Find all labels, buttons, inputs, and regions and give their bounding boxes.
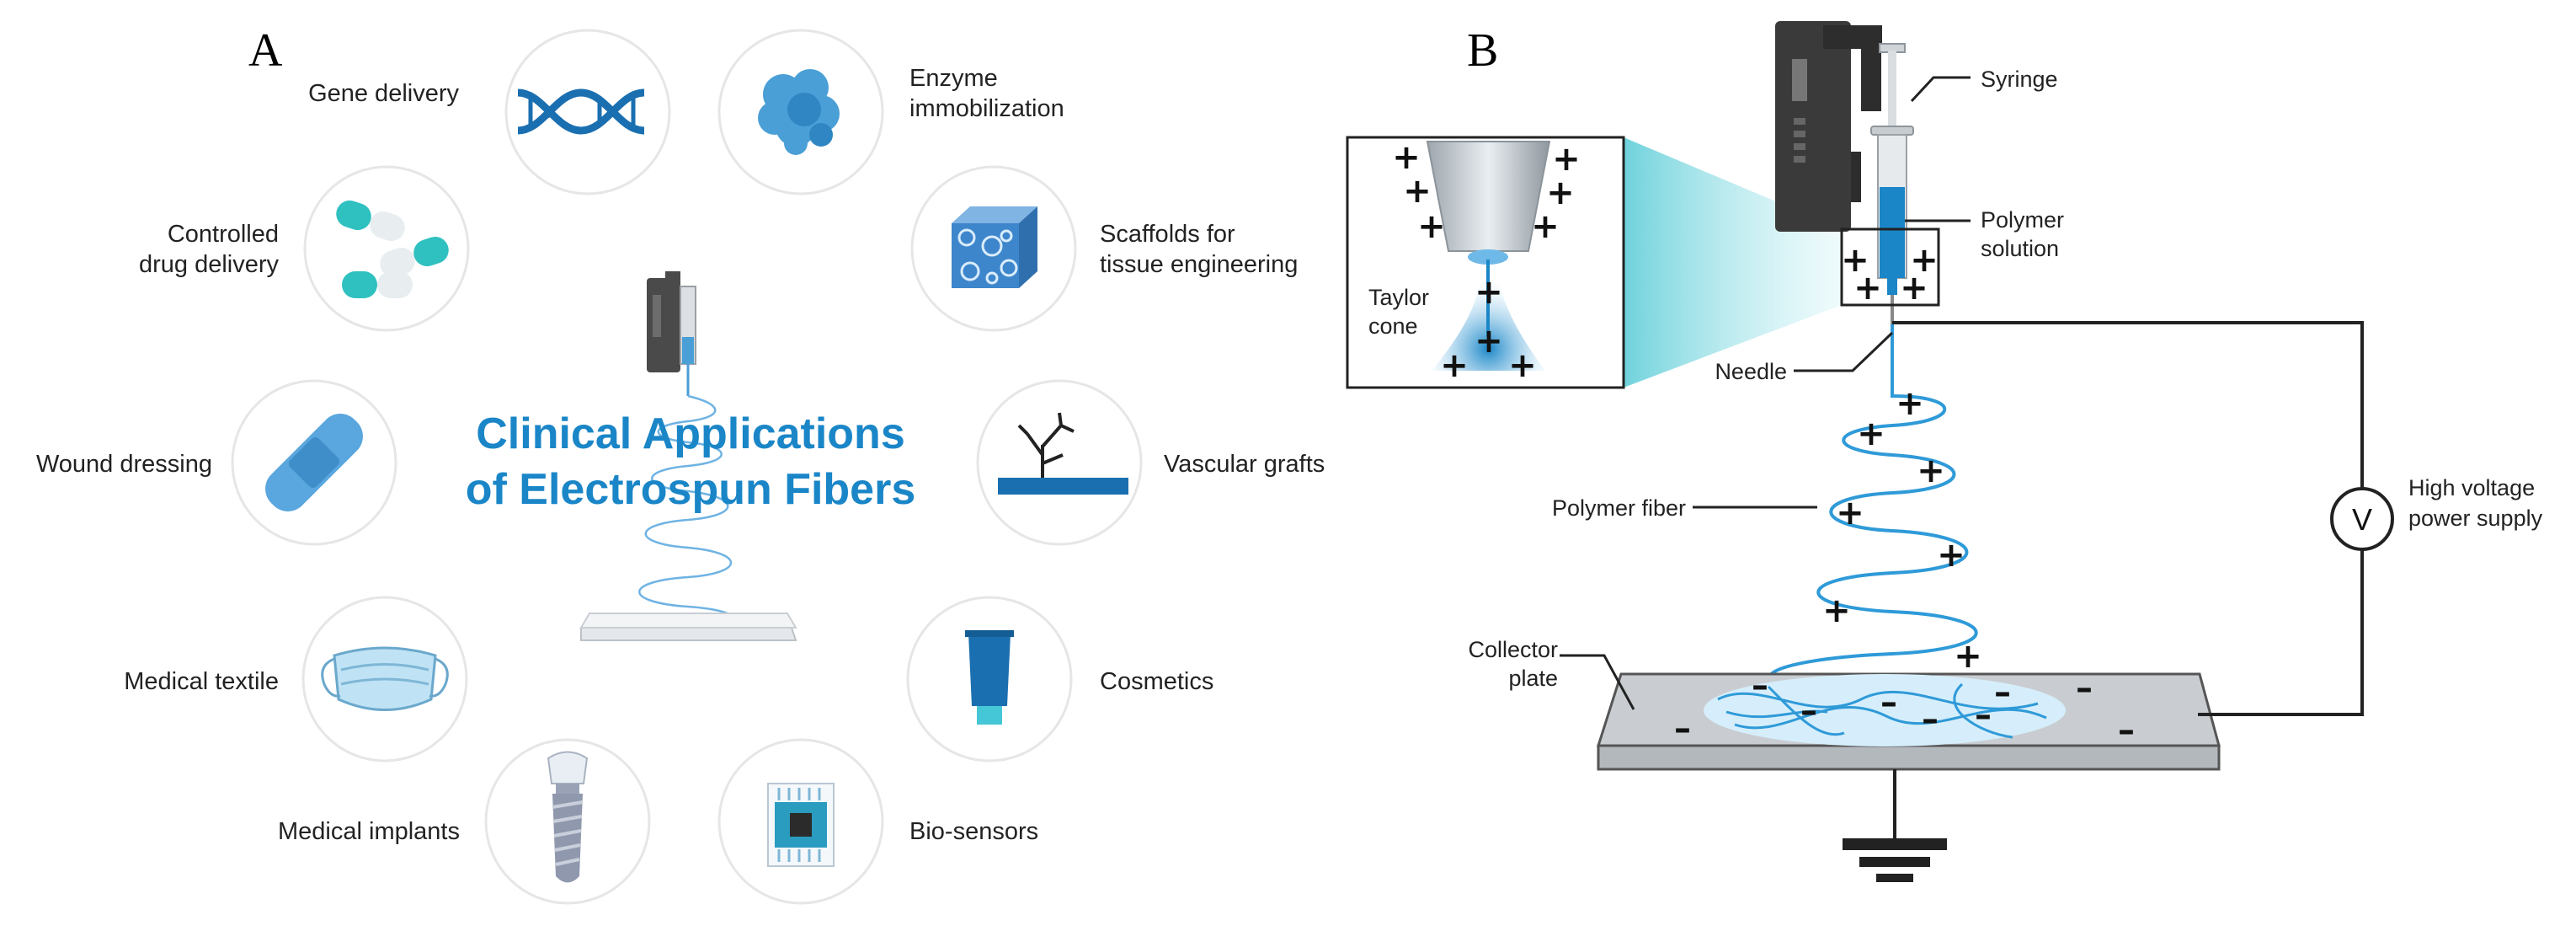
positive-charge-sign: + xyxy=(1440,346,1469,385)
positive-charge-sign: + xyxy=(1896,384,1924,423)
positive-charge-sign: + xyxy=(1910,241,1939,280)
syringe-icon xyxy=(1870,43,1914,324)
voltage-symbol: V xyxy=(2352,502,2372,537)
label-needle: Needle xyxy=(1715,359,1787,384)
voltmeter-symbol xyxy=(2330,487,2394,551)
panel-a-title-line2: of Electrospun Fibers xyxy=(466,465,916,514)
label-vascular-grafts: Vascular grafts xyxy=(1164,451,1325,478)
positive-charge-sign: + xyxy=(1822,591,1851,630)
label-scaffolds-2: tissue engineering xyxy=(1100,251,1298,278)
biosensor-chip-icon xyxy=(767,783,835,867)
cream-tube-icon xyxy=(965,630,1014,725)
panel-a-letter: A xyxy=(248,24,283,77)
label-enzyme-2: immobilization xyxy=(909,95,1064,122)
dna-helix-icon xyxy=(517,88,645,135)
capsules-icon xyxy=(336,200,449,298)
protein-icon xyxy=(758,69,840,155)
collector-plate xyxy=(1596,672,2221,771)
negative-charge-sign: – xyxy=(2076,669,2093,708)
positive-charge-sign: + xyxy=(1900,269,1928,308)
negative-charge-sign: – xyxy=(1975,696,1992,735)
application-labels: Gene delivery Enzyme immobilization Cont… xyxy=(36,65,1325,845)
circuit-wire-top xyxy=(1892,321,2364,489)
positive-charge-sign: + xyxy=(1508,346,1537,385)
label-power-1: High voltage xyxy=(2408,475,2535,500)
positive-charge-sign: + xyxy=(1853,269,1882,308)
negative-charge-sign: – xyxy=(1752,666,1768,705)
label-taylor-cone-1: Taylor xyxy=(1368,285,1429,310)
vessel-tree-icon xyxy=(998,412,1128,495)
panel-a: A xyxy=(36,24,1325,905)
negative-charge-sign: – xyxy=(2118,711,2135,750)
face-mask-icon xyxy=(321,646,449,711)
negative-charge-sign: – xyxy=(1994,673,2011,712)
negative-charge-sign: – xyxy=(1922,700,1939,739)
positive-charge-sign: + xyxy=(1836,494,1864,532)
label-drug-delivery-2: drug delivery xyxy=(139,251,280,278)
label-power-2: power supply xyxy=(2408,506,2543,531)
needle-zoom-box xyxy=(1840,227,1940,307)
negative-charge-sign: – xyxy=(1674,709,1691,748)
label-polymer-solution-2: solution xyxy=(1981,236,2059,261)
label-medical-textile: Medical textile xyxy=(124,668,279,695)
dental-implant-icon xyxy=(547,751,589,883)
positive-charge-sign: + xyxy=(1531,207,1560,246)
label-taylor-cone-2: cone xyxy=(1368,313,1418,339)
positive-charge-sign: + xyxy=(1392,138,1421,177)
panel-b-letter: B xyxy=(1467,24,1498,77)
panel-a-title-line1: Clinical Applications xyxy=(476,409,905,458)
label-collector-2: plate xyxy=(1508,666,1558,691)
positive-charge-sign: + xyxy=(1417,207,1446,246)
negative-charge-sign: – xyxy=(1800,692,1817,730)
positive-charge-sign: + xyxy=(1475,322,1503,361)
label-medical-implants: Medical implants xyxy=(278,818,460,845)
positive-charge-sign: + xyxy=(1475,273,1503,312)
label-collector-1: Collector xyxy=(1468,637,1558,662)
positive-charge-sign: + xyxy=(1937,536,1965,575)
label-scaffolds-1: Scaffolds for xyxy=(1100,221,1235,248)
syringe-pump-icon xyxy=(1775,21,1882,232)
label-syringe: Syringe xyxy=(1981,67,2058,92)
charge-signs: +++++++++++++++++++++––––––––– xyxy=(1392,138,2135,750)
label-polymer-solution-1: Polymer xyxy=(1981,207,2064,233)
panel-b: B Syringe Polymer sol xyxy=(1346,21,2543,882)
porous-scaffold-icon xyxy=(952,206,1037,288)
label-enzyme-1: Enzyme xyxy=(909,65,998,92)
positive-charge-sign: + xyxy=(1917,452,1945,490)
label-cosmetics: Cosmetics xyxy=(1100,668,1213,695)
mini-electrospinner-icon xyxy=(579,271,797,641)
negative-charge-sign: – xyxy=(1880,683,1897,722)
label-wound-dressing: Wound dressing xyxy=(36,451,212,478)
taylor-cone-inset: Taylor cone xyxy=(1346,136,1625,389)
positive-charge-sign: + xyxy=(1857,415,1885,453)
positive-charge-sign: + xyxy=(1546,174,1575,212)
positive-charge-sign: + xyxy=(1954,637,1982,676)
zoom-beam xyxy=(1624,137,1842,388)
ground-symbol xyxy=(1843,769,1947,882)
circuit-wire-bottom xyxy=(2198,549,2364,716)
bandage-icon xyxy=(265,414,363,511)
label-gene-delivery: Gene delivery xyxy=(308,80,459,107)
positive-charge-sign: + xyxy=(1403,172,1432,211)
polymer-fiber-spiral xyxy=(1768,324,1980,718)
label-bio-sensors: Bio-sensors xyxy=(909,818,1038,845)
label-polymer-fiber: Polymer fiber xyxy=(1552,495,1686,521)
positive-charge-sign: + xyxy=(1552,140,1581,179)
label-drug-delivery-1: Controlled xyxy=(168,221,279,248)
positive-charge-sign: + xyxy=(1841,241,1869,280)
